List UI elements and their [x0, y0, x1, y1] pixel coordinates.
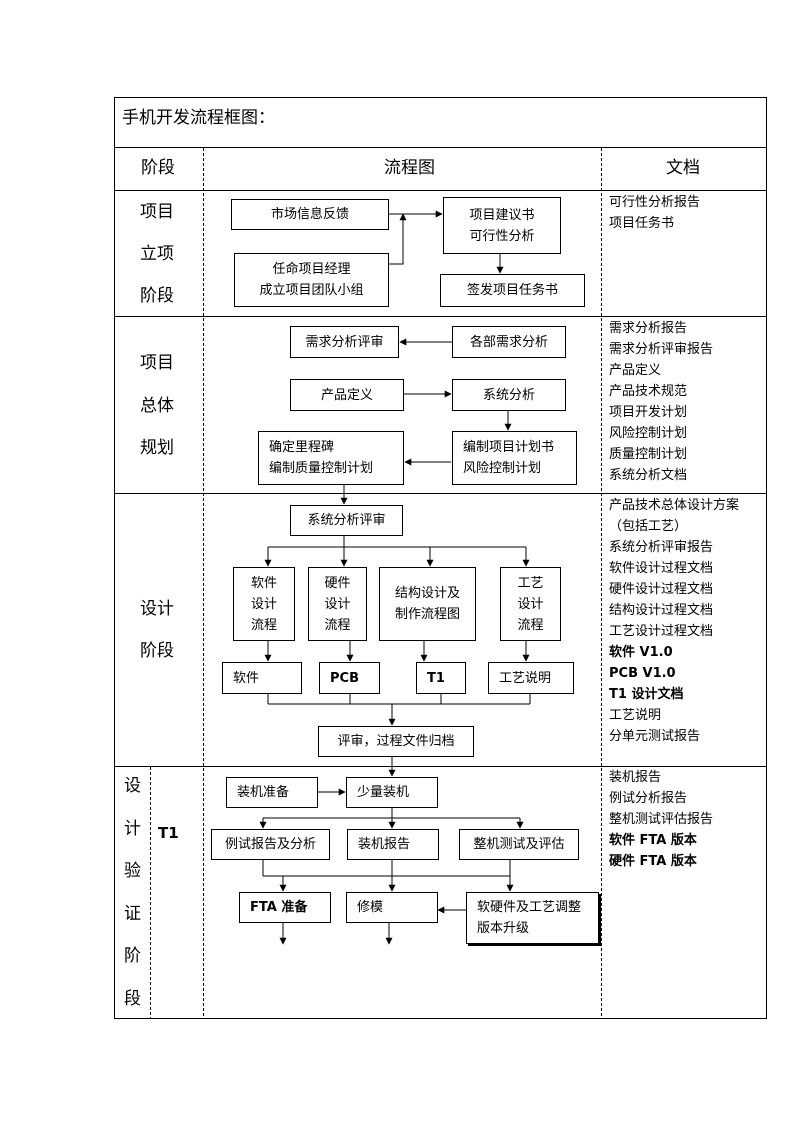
doc-item: 需求分析评审报告	[609, 342, 714, 357]
doc-item: PCB V1.0	[609, 666, 676, 681]
box-proc-desc: 工艺说明	[488, 662, 574, 694]
docs-list-stage1: 可行性分析报告项目任务书	[609, 194, 700, 236]
stage4-label-char1: 设	[124, 776, 141, 796]
header-documents: 文档	[666, 158, 700, 178]
stage4-label-char2: 计	[124, 819, 141, 839]
stage2-label-line2: 总体	[140, 396, 174, 416]
doc-item: 产品技术总体设计方案	[609, 498, 740, 513]
docs-list-stage4: 装机报告例试分析报告整机测试评估报告软件 FTA 版本硬件 FTA 版本	[609, 769, 713, 874]
doc-item: （包括工艺）	[609, 519, 688, 534]
box-upgrade: 软硬件及工艺调整 版本升级	[466, 892, 599, 944]
box-assembly-report: 装机报告	[347, 829, 439, 860]
doc-item: 产品定义	[609, 363, 662, 378]
box-hw-flow: 硬件 设计 流程	[308, 567, 367, 641]
box-dept-req: 各部需求分析	[452, 326, 566, 358]
doc-item: 项目开发计划	[609, 405, 688, 420]
doc-item: 质量控制计划	[609, 447, 688, 462]
stage1-label-line3: 阶段	[140, 286, 174, 306]
box-appoint-pm: 任命项目经理 成立项目团队小组	[234, 253, 389, 307]
doc-item: 可行性分析报告	[609, 195, 701, 210]
box-assembly-prep: 装机准备	[226, 777, 318, 808]
box-project-plan: 编制项目计划书 风险控制计划	[452, 431, 577, 485]
doc-item: 项目任务书	[609, 216, 675, 231]
box-t1: T1	[416, 662, 466, 694]
stage2-label-line3: 规划	[140, 438, 174, 458]
box-issue-task: 签发项目任务书	[440, 274, 585, 307]
page-title: 手机开发流程框图：	[122, 108, 275, 128]
doc-item: 装机报告	[609, 770, 662, 785]
doc-item: 软件设计过程文档	[609, 561, 714, 576]
box-market-feedback: 市场信息反馈	[231, 199, 389, 230]
doc-item: T1 设计文档	[609, 687, 684, 702]
doc-item: 整机测试评估报告	[609, 812, 714, 827]
stage4-label-char5: 阶	[124, 946, 141, 966]
stage4-label-char6: 段	[124, 989, 141, 1009]
doc-item: 工艺说明	[609, 708, 662, 723]
box-sw-flow: 软件 设计 流程	[233, 567, 295, 641]
stage3-label-line1: 设计	[140, 599, 174, 619]
doc-item: 例试分析报告	[609, 791, 688, 806]
docs-list-stage2: 需求分析报告需求分析评审报告产品定义产品技术规范项目开发计划风险控制计划质量控制…	[609, 320, 713, 488]
box-milestone: 确定里程碑 编制质量控制计划	[258, 431, 404, 485]
docs-list-stage3: 产品技术总体设计方案 （包括工艺） 系统分析评审报告软件设计过程文档硬件设计过程文档…	[609, 497, 739, 749]
doc-item: 系统分析文档	[609, 468, 688, 483]
stage1-label-line1: 项目	[140, 202, 174, 222]
doc-item: 硬件设计过程文档	[609, 582, 714, 597]
doc-item: 软件 V1.0	[609, 645, 673, 660]
doc-item: 硬件 FTA 版本	[609, 854, 697, 869]
doc-item: 软件 FTA 版本	[609, 833, 697, 848]
box-proposal: 项目建议书 可行性分析	[443, 197, 561, 254]
box-product-def: 产品定义	[290, 379, 404, 411]
box-small-assembly: 少量装机	[346, 777, 438, 808]
stage4-sub-label-t1: T1	[158, 824, 179, 842]
box-trial-report: 例试报告及分析	[211, 829, 330, 860]
box-pcb: PCB	[319, 662, 380, 694]
box-proc-flow: 工艺 设计 流程	[500, 567, 561, 641]
doc-item: 产品技术规范	[609, 384, 688, 399]
header-flowchart: 流程图	[384, 158, 435, 178]
box-full-test: 整机测试及评估	[459, 829, 579, 860]
box-fta-prep: FTA 准备	[239, 892, 331, 923]
stage4-label-char4: 证	[124, 904, 141, 924]
stage1-label-line2: 立项	[140, 244, 174, 264]
doc-item: 风险控制计划	[609, 426, 688, 441]
doc-item: 需求分析报告	[609, 321, 688, 336]
box-review-archive: 评审，过程文件归档	[318, 726, 474, 757]
doc-item: 系统分析评审报告	[609, 540, 714, 555]
box-system-analysis: 系统分析	[452, 379, 566, 411]
stage2-label-line1: 项目	[140, 353, 174, 373]
box-sys-review: 系统分析评审	[290, 505, 403, 536]
box-mold-fix: 修模	[346, 892, 438, 923]
doc-item: 结构设计过程文档	[609, 603, 714, 618]
box-req-review: 需求分析评审	[290, 326, 399, 358]
stage4-label-char3: 验	[124, 861, 141, 881]
box-struct-flow: 结构设计及 制作流程图	[379, 567, 476, 641]
doc-item: 分单元测试报告	[609, 729, 701, 744]
box-software: 软件	[222, 662, 302, 694]
stage3-label-line2: 阶段	[140, 641, 174, 661]
header-stage: 阶段	[141, 158, 175, 178]
doc-item: 工艺设计过程文档	[609, 624, 714, 639]
